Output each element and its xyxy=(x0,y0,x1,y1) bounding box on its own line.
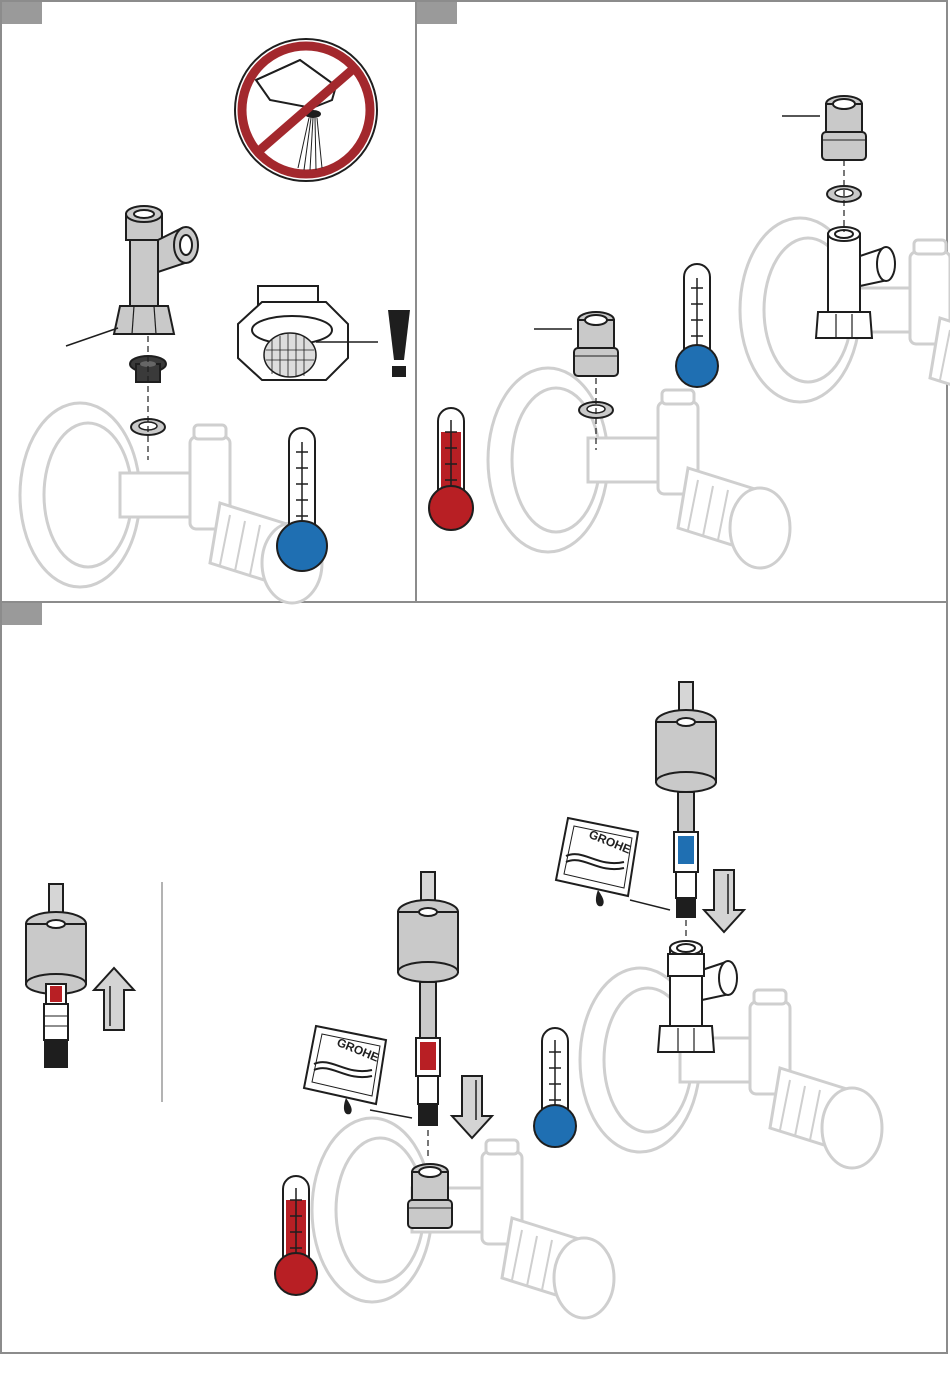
cold-hose-assembly: GROHE xyxy=(534,682,882,1168)
callout-line xyxy=(630,900,670,910)
panel-1-illustration xyxy=(20,39,410,603)
hose-pullup-detail xyxy=(26,882,162,1102)
warning-exclamation-icon xyxy=(388,310,410,377)
thermometer-hot-icon xyxy=(429,408,473,530)
angle-valve-part xyxy=(66,206,198,346)
callout-line xyxy=(66,328,118,346)
nut-detail xyxy=(238,286,378,380)
outer-frame xyxy=(1,1,947,1353)
arrow-up-icon xyxy=(94,968,134,1030)
thermometer-cold-icon xyxy=(676,264,718,387)
step-tab-3 xyxy=(2,603,42,625)
thermometer-cold-icon xyxy=(277,428,327,571)
no-splash-prohibition-icon xyxy=(235,39,377,181)
panel-2-illustration xyxy=(429,96,950,568)
arrow-down-icon xyxy=(704,870,744,932)
thermometer-cold-icon xyxy=(534,1028,576,1147)
step-tab-1 xyxy=(2,2,42,24)
arrow-down-icon xyxy=(452,1076,492,1138)
panel-3-illustration: GROHE xyxy=(26,682,882,1318)
grohe-grease-sachet-icon: GROHE xyxy=(304,1026,386,1114)
thermometer-hot-icon xyxy=(275,1176,317,1295)
step-tab-2 xyxy=(417,2,457,24)
grohe-grease-sachet-icon: GROHE xyxy=(556,818,638,906)
